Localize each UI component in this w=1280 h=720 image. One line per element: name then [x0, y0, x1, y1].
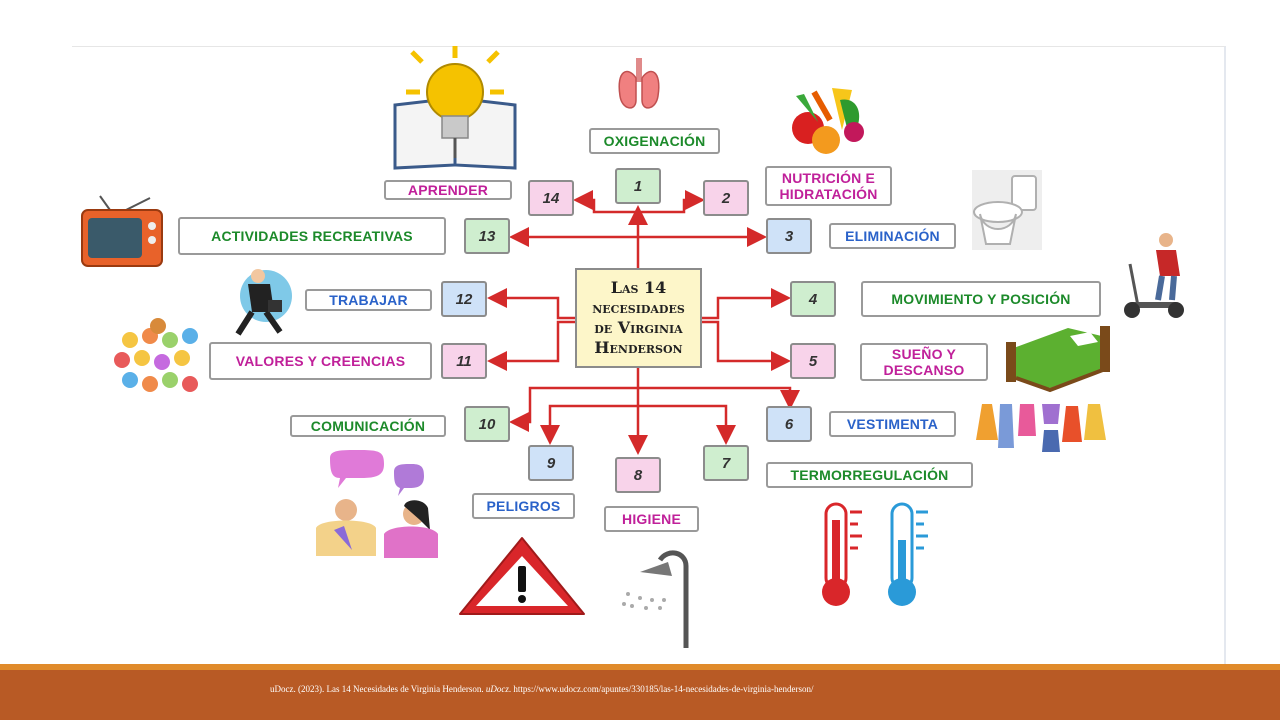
need-label-sueno-line-2: DESCANSO	[883, 362, 965, 378]
need-number-7: 7	[703, 445, 749, 481]
need-number-3: 3	[766, 218, 812, 254]
citation-start: uDocz. (2023). Las 14 Necesidades de Vir…	[270, 684, 486, 694]
need-label-termorregulacion: TERMORREGULACIÓN	[766, 462, 973, 488]
arrow-to-14	[573, 190, 638, 214]
need-number-13: 13	[464, 218, 510, 254]
need-label-comunicacion: COMUNICACIÓN	[290, 415, 446, 437]
need-number-9: 9	[528, 445, 574, 481]
citation-source: uDocz	[485, 684, 509, 694]
people-talking-icon	[316, 450, 438, 558]
need-label-oxigenacion: OXIGENACIÓN	[589, 128, 720, 154]
arrow-to-4	[702, 288, 791, 320]
need-number-1: 1	[615, 168, 661, 204]
shower-icon	[622, 550, 689, 648]
need-label-peligros: PELIGROS	[472, 493, 575, 519]
thermometers-icon	[822, 502, 928, 606]
emoji-collage-icon	[114, 318, 198, 392]
arrow-to-10	[509, 386, 638, 432]
need-label-aprender: APRENDER	[384, 180, 512, 200]
arrow-to-12	[487, 288, 575, 320]
center-line-2: necesidades	[592, 298, 685, 317]
need-number-8: 8	[615, 457, 661, 493]
need-label-valores: VALORES Y CREENCIAS	[209, 342, 432, 380]
lungs-icon	[618, 58, 660, 109]
warning-sign-icon	[459, 537, 585, 615]
businessman-icon	[235, 269, 292, 336]
need-number-2: 2	[703, 180, 749, 216]
need-label-sueno-line-1: SUEÑO Y	[891, 346, 957, 362]
need-number-5: 5	[790, 343, 836, 379]
need-label-sueno: SUEÑO Y DESCANSO	[860, 343, 988, 381]
need-number-6: 6	[766, 406, 812, 442]
television-icon	[81, 195, 163, 267]
need-label-actividades: ACTIVIDADES RECREATIVAS	[178, 217, 446, 255]
need-label-nutricion-line-1: NUTRICIÓN E	[781, 170, 876, 186]
bed-icon	[1006, 326, 1110, 393]
fruits-vegetables-icon	[792, 88, 864, 154]
footer-bar	[0, 664, 1280, 720]
need-number-12: 12	[441, 281, 487, 317]
toilet-icon	[972, 170, 1042, 250]
person-on-scooter-icon	[1124, 233, 1184, 318]
need-label-movimiento: MOVIMIENTO Y POSICIÓN	[861, 281, 1101, 317]
footer-citation: uDocz. (2023). Las 14 Necesidades de Vir…	[270, 684, 814, 694]
arrow-to-5	[702, 320, 791, 371]
arrow-to-2	[638, 190, 705, 214]
need-number-10: 10	[464, 406, 510, 442]
lightbulb-book-icon	[393, 46, 517, 170]
center-line-3: de Virginia	[594, 318, 683, 337]
need-label-vestimenta: VESTIMENTA	[829, 411, 956, 437]
center-line-4: Henderson	[594, 338, 683, 357]
arrow-to-9	[540, 404, 638, 445]
arrow-to-7	[638, 404, 736, 445]
need-label-nutricion-line-2: HIDRATACIÓN	[779, 186, 878, 202]
clothes-icon	[976, 404, 1106, 452]
need-label-nutricion: NUTRICIÓN E HIDRATACIÓN	[765, 166, 892, 206]
need-number-11: 11	[441, 343, 487, 379]
need-label-eliminacion: ELIMINACIÓN	[829, 223, 956, 249]
arrow-to-6	[638, 386, 800, 410]
need-label-higiene: HIGIENE	[604, 506, 699, 532]
need-number-14: 14	[528, 180, 574, 216]
center-line-1: Las 14	[610, 278, 667, 297]
need-label-trabajar: TRABAJAR	[305, 289, 432, 311]
need-number-4: 4	[790, 281, 836, 317]
arrow-to-11	[487, 320, 575, 371]
central-concept-box: Las 14 necesidades de Virginia Henderson	[575, 268, 702, 368]
citation-end: . https://www.udocz.com/apuntes/330185/l…	[508, 684, 814, 694]
